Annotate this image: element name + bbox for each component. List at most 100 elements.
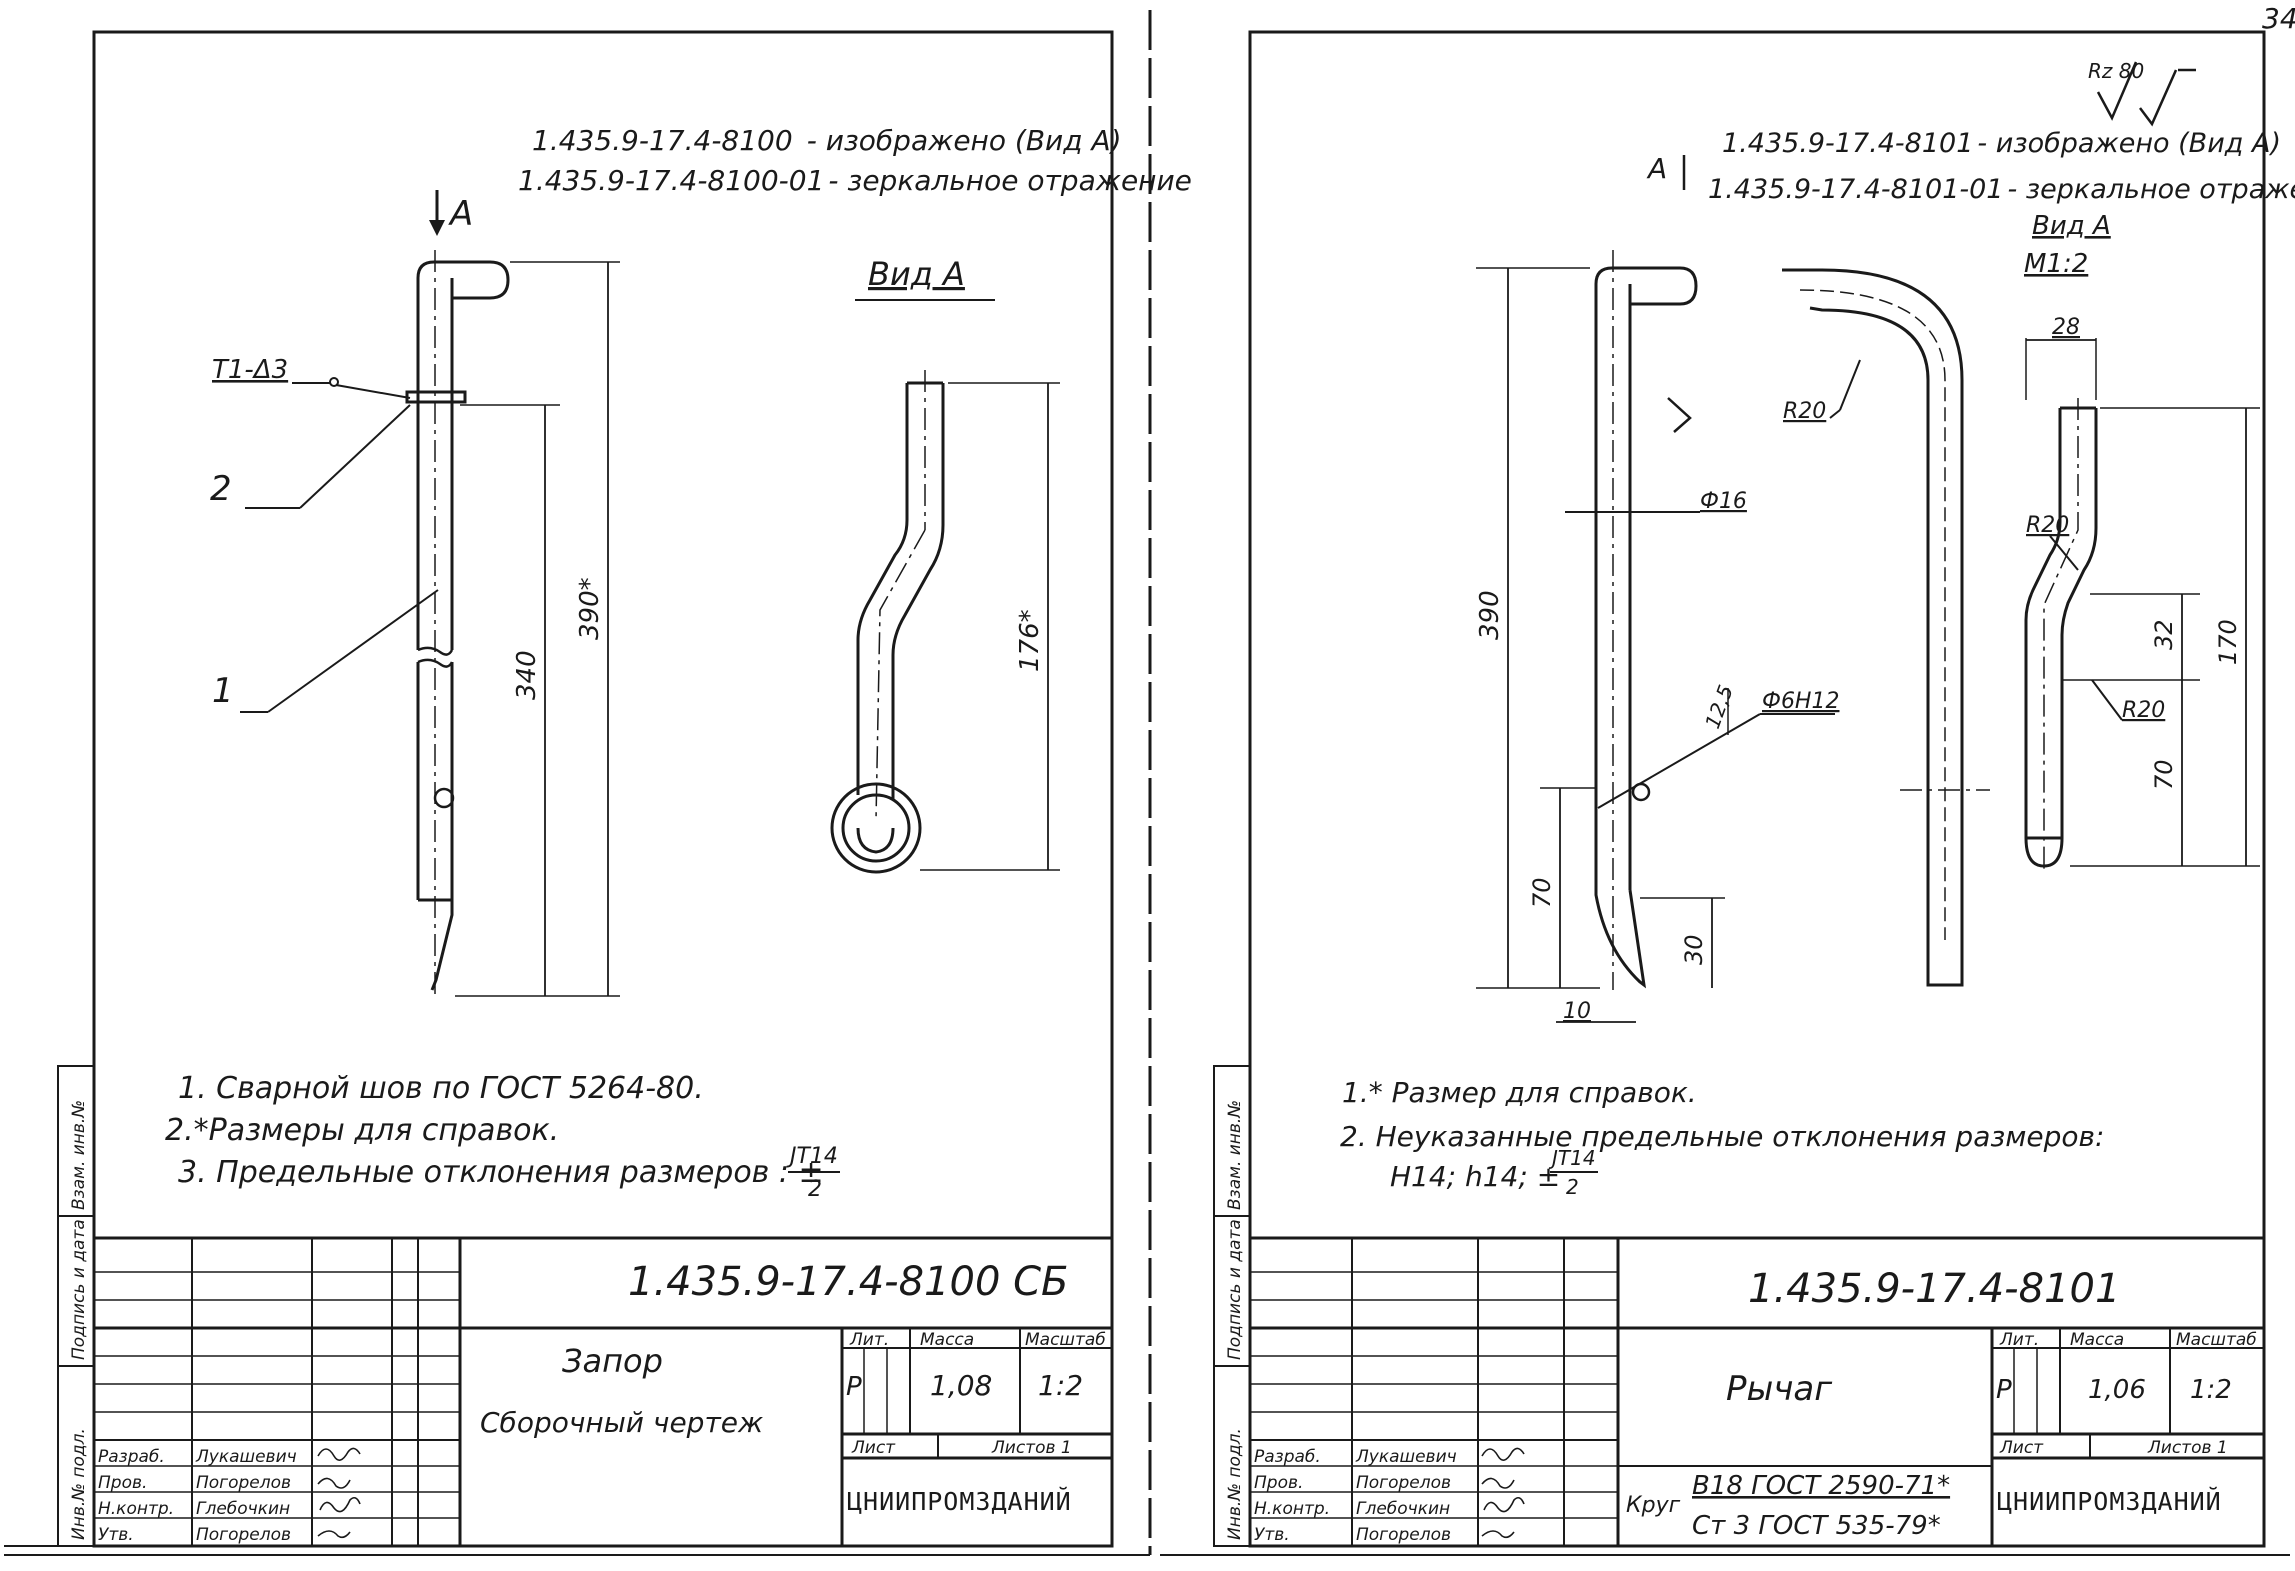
left-sheet: Инв.№ подл. Подпись и дата Взам. инв.№ 1… bbox=[4, 30, 1192, 1556]
right-dim-70-right: 70 bbox=[2150, 759, 2178, 790]
left-tb-scale-header: Масштаб bbox=[1025, 1330, 1106, 1350]
right-tb-org: ЦНИИПРОМЗДАНИЙ bbox=[1997, 1487, 2222, 1516]
right-desig-main: 1.435.9-17.4-8101- изображено (Вид А) bbox=[1722, 128, 2281, 159]
right-frame bbox=[1248, 30, 2266, 1548]
left-tb-name-1: Лукашевич bbox=[195, 1447, 297, 1467]
left-dim-390: 390* bbox=[575, 577, 605, 640]
left-side-label-2: Подпись и дата bbox=[69, 1219, 89, 1360]
right-note-2-tol-num: JT14 bbox=[1548, 1146, 1596, 1170]
left-tb-scale: 1:2 bbox=[1038, 1369, 1083, 1402]
right-view-label: Вид А bbox=[2032, 211, 2111, 241]
right-tb-material-2: Ст 3 ГОСТ 535-79* bbox=[1692, 1511, 1941, 1541]
right-tb-name-3: Глебочкин bbox=[1356, 1499, 1450, 1519]
right-note-1: 1.* Размер для справок. bbox=[1342, 1076, 1697, 1109]
right-dia-6: Ф6Н12 bbox=[1762, 689, 1839, 714]
left-tb-sheet-label: Лист bbox=[851, 1438, 896, 1458]
page-number: 34 bbox=[2262, 2, 2295, 35]
right-side-label-3: Взам. инв.№ bbox=[1225, 1100, 1245, 1210]
left-tb-mass-header: Масса bbox=[920, 1330, 974, 1350]
right-tb-material-1: В18 ГОСТ 2590-71* bbox=[1692, 1471, 1950, 1501]
right-dim-390: 390 bbox=[1475, 590, 1505, 640]
left-note-3-tol-num: JT14 bbox=[786, 1144, 838, 1169]
right-desig-mirror: 1.435.9-17.4-8101-01- зеркальное отражен… bbox=[1708, 174, 2295, 205]
roughness-mark: Rz 80 bbox=[2088, 59, 2196, 127]
left-tb-role-2: Пров. bbox=[98, 1473, 147, 1493]
right-r-low: R20 bbox=[2122, 698, 2165, 723]
left-title-block: 1.435.9-17.4-8100 СБ Запор Сборочный чер… bbox=[92, 1236, 1114, 1548]
left-note-3: 3. Предельные отклонения размеров : ± bbox=[178, 1155, 824, 1190]
right-tb-name-1: Лукашевич bbox=[1355, 1447, 1457, 1467]
left-tb-org: ЦНИИПРОМЗДАНИЙ bbox=[847, 1487, 1072, 1516]
right-view-arrow-label: А bbox=[1646, 152, 1667, 185]
right-tb-lit-header: Лит. bbox=[1999, 1330, 2039, 1350]
right-tb-sheet-label: Лист bbox=[1999, 1438, 2044, 1458]
left-tb-role-4: Утв. bbox=[98, 1525, 134, 1545]
right-title-block: 1.435.9-17.4-8101 Рычаг Круг В18 ГОСТ 25… bbox=[1248, 1236, 2266, 1548]
right-tb-role-3: Н.контр. bbox=[1254, 1499, 1330, 1519]
left-desig-main: 1.435.9-17.4-8100- изображено (Вид А) bbox=[532, 124, 1122, 157]
right-tb-material-prefix: Круг bbox=[1626, 1493, 1681, 1518]
left-note-2: 2.*Размеры для справок. bbox=[165, 1113, 559, 1148]
right-dim-170: 170 bbox=[2214, 619, 2242, 665]
left-side-label-3: Взам. инв.№ bbox=[69, 1100, 89, 1210]
right-tb-role-4: Утв. bbox=[1254, 1525, 1290, 1545]
left-view-a-drawing bbox=[830, 370, 945, 874]
left-tb-lit-value: Р bbox=[846, 1372, 862, 1402]
right-bent-rod-drawing bbox=[1782, 268, 1990, 987]
left-weld-callout: Т1-Δ3 bbox=[212, 355, 288, 385]
left-view-label: Вид А bbox=[868, 255, 965, 293]
right-dia-16: Ф16 bbox=[1700, 489, 1747, 514]
right-tb-lit-value: Р bbox=[1996, 1375, 2012, 1405]
right-tb-scale: 1:2 bbox=[2190, 1375, 2232, 1405]
left-tb-name: Запор bbox=[562, 1342, 663, 1380]
right-dim-30: 30 bbox=[1680, 934, 1708, 965]
right-dim-10: 10 bbox=[1563, 999, 1591, 1024]
right-tb-scale-header: Масштаб bbox=[2176, 1330, 2257, 1350]
right-dim-70-left: 70 bbox=[1528, 877, 1556, 908]
left-tb-name-2: Погорелов bbox=[196, 1473, 291, 1493]
left-side-label-1: Инв.№ подл. bbox=[69, 1428, 89, 1540]
right-tb-sheets-label: Листов 1 bbox=[2147, 1438, 2228, 1458]
right-tb-name-4: Погорелов bbox=[1356, 1525, 1451, 1545]
right-dim-32: 32 bbox=[2150, 619, 2178, 650]
right-view-a-drawing bbox=[2024, 398, 2098, 870]
right-dim-125: 12,5 bbox=[1700, 682, 1738, 732]
right-view-scale: М1:2 bbox=[2024, 249, 2088, 279]
left-desig-mirror: 1.435.9-17.4-8100-01- зеркальное отражен… bbox=[518, 164, 1192, 197]
right-tb-signatures bbox=[1481, 1447, 1525, 1539]
left-tb-name-3: Глебочкин bbox=[196, 1499, 290, 1519]
left-rod-drawing bbox=[405, 250, 510, 1000]
right-note-2: 2. Неуказанные предельные отклонения раз… bbox=[1340, 1120, 2104, 1153]
right-r-mid: R20 bbox=[2026, 513, 2069, 538]
right-sheet: Инв.№ подл. Подпись и дата Взам. инв.№ R… bbox=[1148, 10, 2295, 1556]
right-dim-28: 28 bbox=[2052, 315, 2080, 340]
left-tb-role-1: Разраб. bbox=[98, 1447, 165, 1467]
left-tb-name-4: Погорелов bbox=[196, 1525, 291, 1545]
right-r-top: R20 bbox=[1783, 399, 1826, 424]
left-part-2: 2 bbox=[210, 469, 232, 509]
right-side-label-2: Подпись и дата bbox=[1225, 1219, 1245, 1360]
left-note-3-tol-den: 2 bbox=[808, 1177, 822, 1202]
left-part-1: 1 bbox=[212, 671, 234, 711]
right-rod-drawing bbox=[1594, 250, 1698, 990]
left-tb-mass: 1,08 bbox=[930, 1369, 992, 1402]
right-tb-mass: 1,06 bbox=[2088, 1375, 2146, 1405]
right-tb-name: Рычаг bbox=[1726, 1369, 1833, 1409]
left-tb-lit-header: Лит. bbox=[849, 1330, 889, 1350]
left-tb-doctype: Сборочный чертеж bbox=[480, 1406, 763, 1439]
left-tb-designation: 1.435.9-17.4-8100 СБ bbox=[628, 1259, 1069, 1305]
left-dim-176: 176* bbox=[1015, 609, 1045, 672]
right-tb-designation: 1.435.9-17.4-8101 bbox=[1748, 1266, 2120, 1312]
right-tb-name-2: Погорелов bbox=[1356, 1473, 1451, 1493]
left-view-arrow-label: А bbox=[448, 194, 473, 234]
left-dim-340: 340 bbox=[512, 650, 542, 700]
left-tb-signatures bbox=[317, 1447, 361, 1539]
right-tb-role-1: Разраб. bbox=[1254, 1447, 1321, 1467]
right-note-2-tol-den: 2 bbox=[1566, 1175, 1579, 1199]
right-tb-role-2: Пров. bbox=[1254, 1473, 1303, 1493]
right-side-label-1: Инв.№ подл. bbox=[1225, 1428, 1245, 1540]
left-note-1: 1. Сварной шов по ГОСТ 5264-80. bbox=[178, 1071, 704, 1106]
left-tb-sheets-label: Листов 1 bbox=[991, 1438, 1072, 1458]
right-note-3: H14; h14; ± bbox=[1390, 1160, 1560, 1193]
